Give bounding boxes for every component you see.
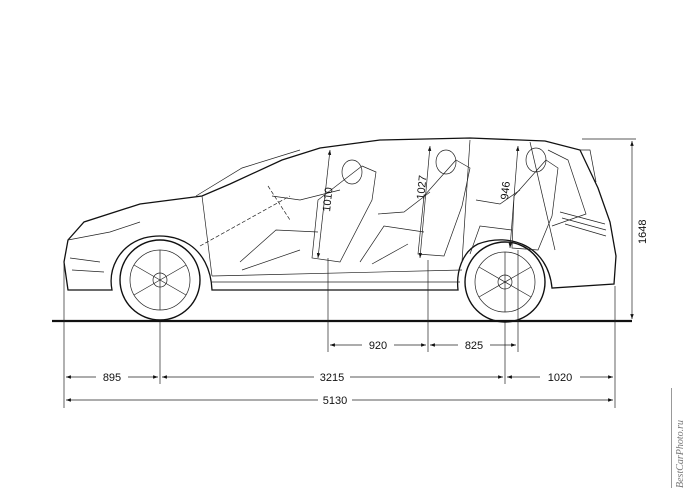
seat-pitch-2-3-label: 825 (465, 340, 483, 352)
headroom-row-3-label: 946 (499, 181, 513, 201)
car-body (63, 137, 617, 291)
watermark: BestCarPhoto.ru (671, 388, 690, 488)
overall-length-label: 5130 (323, 395, 347, 407)
watermark-text: BestCarPhoto.ru (675, 419, 686, 488)
rear-wheel (464, 241, 546, 323)
overall-length-dimension: 5130 (66, 395, 613, 407)
rear-overhang-label: 1020 (548, 372, 572, 384)
headroom-row-3: 946 (499, 145, 520, 249)
front-wheel (119, 239, 201, 321)
seat-pitch-dimensions: 920 825 (330, 340, 516, 352)
occupant-row-2 (359, 149, 471, 265)
seat-pitch-1-2-label: 920 (369, 340, 387, 352)
height-dimension: 1648 (582, 138, 649, 319)
headroom-row-2: 1027 (415, 145, 432, 259)
length-breakdown-dimensions: 895 3215 1020 (66, 372, 613, 384)
headroom-row-2-label: 1027 (415, 175, 429, 201)
height-label: 1648 (637, 220, 649, 244)
extension-lines (63, 250, 616, 408)
headroom-row-1-label: 1010 (321, 187, 335, 213)
front-overhang-label: 895 (103, 372, 121, 384)
wheelbase-label: 3215 (320, 372, 344, 384)
headroom-row-1: 1010 (316, 149, 336, 259)
occupant-row-1 (199, 159, 377, 271)
